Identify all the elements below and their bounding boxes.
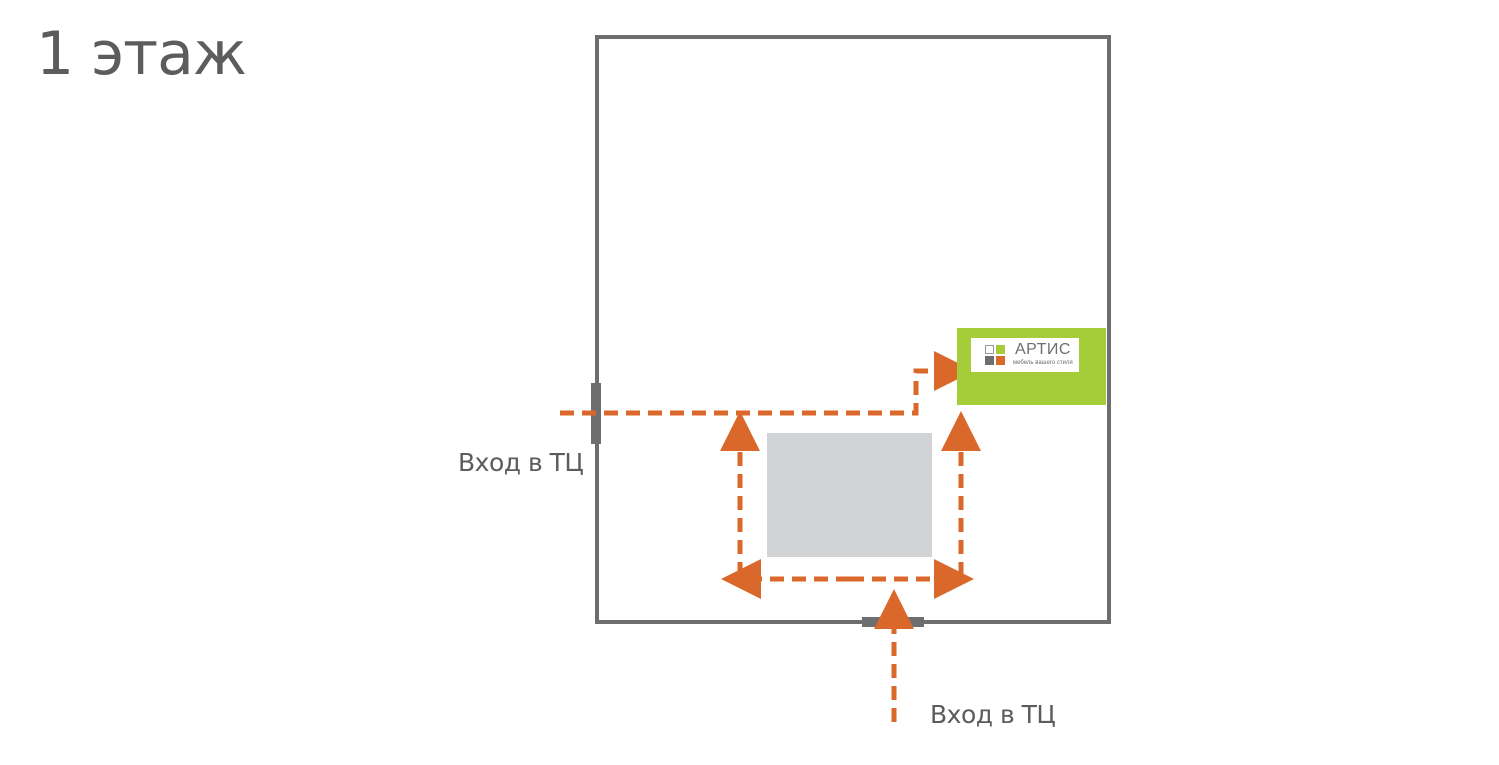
store-tagline: мебель вашего стиля: [1013, 360, 1073, 366]
route-left-entrance-to-store: [560, 351, 974, 416]
store-artis[interactable]: АРТИС мебель вашего стиля: [957, 328, 1106, 405]
store-logo: АРТИС мебель вашего стиля: [971, 338, 1079, 372]
mall-outline: [595, 35, 1111, 624]
left-entrance-label: Вход в ТЦ: [458, 448, 584, 477]
floor-title: 1 этаж: [36, 19, 247, 89]
artis-logo-icon: [985, 345, 1005, 365]
store-name: АРТИС: [1015, 341, 1071, 358]
central-block: [767, 433, 932, 557]
bottom-entrance-label: Вход в ТЦ: [930, 700, 1056, 729]
